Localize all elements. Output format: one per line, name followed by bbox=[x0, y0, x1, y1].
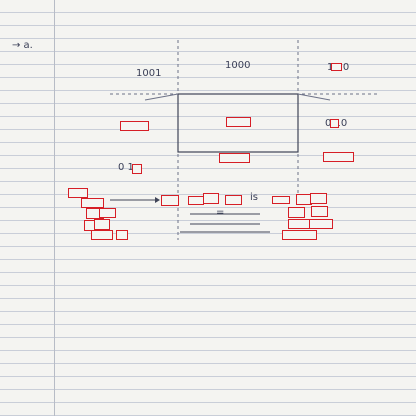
label-left-low: 0 1 bbox=[118, 162, 134, 173]
margin-line bbox=[54, 0, 55, 416]
redaction-box bbox=[68, 188, 88, 198]
redaction-box bbox=[94, 219, 110, 230]
redaction-box bbox=[225, 195, 242, 205]
label-top-mid: 1000 bbox=[225, 60, 251, 71]
redaction-box bbox=[288, 219, 310, 229]
redaction-box bbox=[310, 193, 327, 204]
redaction-box bbox=[311, 206, 328, 217]
redaction-box bbox=[272, 196, 290, 204]
diagram-rectangle bbox=[177, 93, 299, 153]
label-equal: = bbox=[216, 207, 225, 218]
label-top-left: 1001 bbox=[136, 68, 162, 79]
redaction-box bbox=[91, 230, 113, 240]
redaction-box bbox=[203, 193, 219, 204]
redaction-box bbox=[330, 119, 339, 128]
redaction-box bbox=[282, 230, 317, 240]
redaction-box bbox=[120, 121, 149, 131]
redaction-box bbox=[309, 219, 333, 229]
redaction-box bbox=[132, 164, 142, 174]
redaction-box bbox=[188, 196, 204, 205]
redaction-box bbox=[288, 207, 305, 218]
header-arrow-text: → a. bbox=[12, 40, 33, 51]
redaction-box bbox=[99, 208, 116, 218]
redaction-box bbox=[81, 198, 104, 208]
redaction-box bbox=[331, 63, 342, 71]
redaction-box bbox=[219, 153, 250, 163]
label-is: is bbox=[250, 192, 258, 203]
redaction-box bbox=[323, 152, 354, 162]
redaction-box bbox=[161, 195, 179, 206]
redaction-box bbox=[116, 230, 128, 240]
redaction-box bbox=[226, 117, 251, 127]
